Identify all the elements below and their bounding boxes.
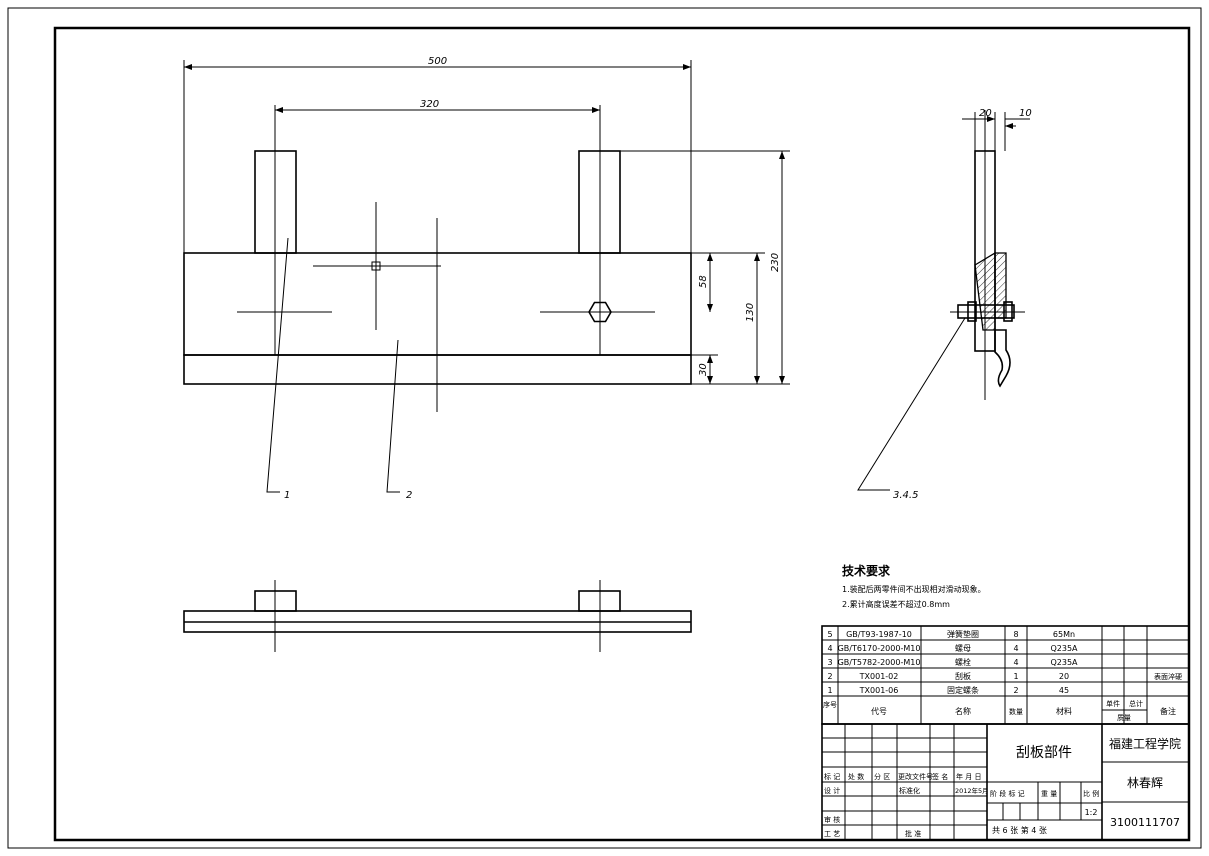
bom-r2-mat: 20 xyxy=(1059,672,1069,681)
top-view xyxy=(183,580,692,652)
front-view: 1 2 500 320 58 30 130 230 xyxy=(183,56,790,501)
bom-h-name: 名称 xyxy=(955,706,971,716)
bom-r1-no: 1 xyxy=(827,686,832,695)
bom-r4-qty: 4 xyxy=(1013,644,1018,653)
tb-scale: 1:2 xyxy=(1085,808,1098,817)
tb-weight: 重 量 xyxy=(1041,790,1057,798)
bom-h-no: 序号 xyxy=(823,700,837,709)
tb-part-name: 刮板部件 xyxy=(1016,745,1072,761)
bom-h-total: 总计 xyxy=(1129,699,1143,708)
tech-line-1: 1.装配后两零件间不出现相对滑动现象。 xyxy=(842,584,986,594)
tb-review: 审 核 xyxy=(824,815,840,824)
bom-r3-qty: 4 xyxy=(1013,658,1018,667)
bom-r2-note: 表面淬硬 xyxy=(1154,672,1182,681)
outer-sheet-border xyxy=(7,7,1202,849)
bom-r3-code: GB/T5782-2000-M10 xyxy=(838,658,921,667)
bom-h-unit: 单件 xyxy=(1106,699,1120,708)
bom-r4-no: 4 xyxy=(827,644,832,653)
datum-square xyxy=(371,261,381,271)
part-label-2: 2 xyxy=(406,490,412,501)
tb-sign: 签 名 xyxy=(932,772,948,781)
bom-r5-name: 弹簧垫圈 xyxy=(947,629,979,639)
tb-count: 处 数 xyxy=(848,772,864,781)
leader-2 xyxy=(386,339,400,493)
bom-r5-mat: 65Mn xyxy=(1053,630,1075,639)
leader-345 xyxy=(857,317,966,491)
bom-r5-no: 5 xyxy=(827,630,832,639)
bom-r3-mat: Q235A xyxy=(1050,658,1078,667)
tb-zone: 分 区 xyxy=(874,772,890,781)
dim-230: 230 xyxy=(770,253,781,272)
bom-r2-qty: 1 xyxy=(1013,672,1018,681)
bom-r1-mat: 45 xyxy=(1059,686,1069,695)
leader-1 xyxy=(266,237,289,493)
bom-r4-mat: Q235A xyxy=(1050,644,1078,653)
bom-h-mat: 材料 xyxy=(1056,706,1072,716)
dim-58: 58 xyxy=(698,275,709,288)
dim-500: 500 xyxy=(428,56,447,67)
part-label-1: 1 xyxy=(284,490,290,501)
bom-r5-qty: 8 xyxy=(1013,630,1018,639)
bom-r1-name: 固定螺条 xyxy=(947,685,979,695)
title-block: 标 记 处 数 分 区 更改文件号 签 名 年 月 日 设 计 标准化 2012… xyxy=(821,723,1190,841)
bom-r3-name: 螺栓 xyxy=(955,657,971,667)
tb-school: 福建工程学院 xyxy=(1109,736,1181,751)
tb-scale-label: 比 例 xyxy=(1083,789,1099,798)
tb-doc: 更改文件号 xyxy=(898,772,933,781)
tb-sheets: 共 6 张 第 4 张 xyxy=(992,825,1047,835)
tb-ymd: 年 月 日 xyxy=(956,772,981,781)
side-view: 20 10 3.4.5 xyxy=(857,108,1032,501)
bom-r4-code: GB/T6170-2000-M10 xyxy=(838,644,921,653)
drawing-frame xyxy=(53,26,1191,842)
tb-date: 2012年5月 xyxy=(955,786,989,795)
bom-table: 5 GB/T93-1987-10 弹簧垫圈 8 65Mn 4 GB/T6170-… xyxy=(821,625,1190,725)
dim-320: 320 xyxy=(420,99,439,110)
tb-author: 林春辉 xyxy=(1127,776,1163,790)
tb-approve: 批 准 xyxy=(905,829,921,838)
dim-20: 20 xyxy=(979,108,992,119)
bom-r4-name: 螺母 xyxy=(955,643,971,653)
bom-r5-code: GB/T93-1987-10 xyxy=(846,630,912,639)
bom-h-qty: 数量 xyxy=(1009,707,1023,716)
bom-r3-no: 3 xyxy=(827,658,832,667)
tb-std: 标准化 xyxy=(899,786,920,795)
bom-h-note: 备注 xyxy=(1160,706,1176,716)
bom-r2-no: 2 xyxy=(827,672,832,681)
bom-h-code: 代号 xyxy=(871,706,887,716)
dim-30: 30 xyxy=(698,363,709,376)
bom-r1-qty: 2 xyxy=(1013,686,1018,695)
scraper-blade xyxy=(994,329,1011,388)
dim-10: 10 xyxy=(1019,108,1032,119)
technical-requirements: 技术要求 1.装配后两零件间不出现相对滑动现象。 2.累计高度误差不超过0.8m… xyxy=(842,563,986,609)
part-label-345: 3.4.5 xyxy=(893,490,918,501)
bom-h-mass: 质量 xyxy=(1117,713,1131,722)
hex-nut xyxy=(588,301,612,323)
bom-r2-code: TX001-02 xyxy=(859,672,899,681)
tb-design: 设 计 xyxy=(824,786,840,795)
tb-mark: 标 记 xyxy=(824,772,840,781)
tb-process: 工 艺 xyxy=(824,830,840,838)
tb-stage: 阶 段 标 记 xyxy=(990,789,1025,798)
tech-line-2: 2.累计高度误差不超过0.8mm xyxy=(842,599,950,609)
bom-r2-name: 刮板 xyxy=(955,671,971,681)
tb-drawing-no: 3100111707 xyxy=(1110,816,1180,829)
bom-r1-code: TX001-06 xyxy=(859,686,899,695)
dim-130: 130 xyxy=(745,303,756,322)
tech-title: 技术要求 xyxy=(842,563,891,578)
